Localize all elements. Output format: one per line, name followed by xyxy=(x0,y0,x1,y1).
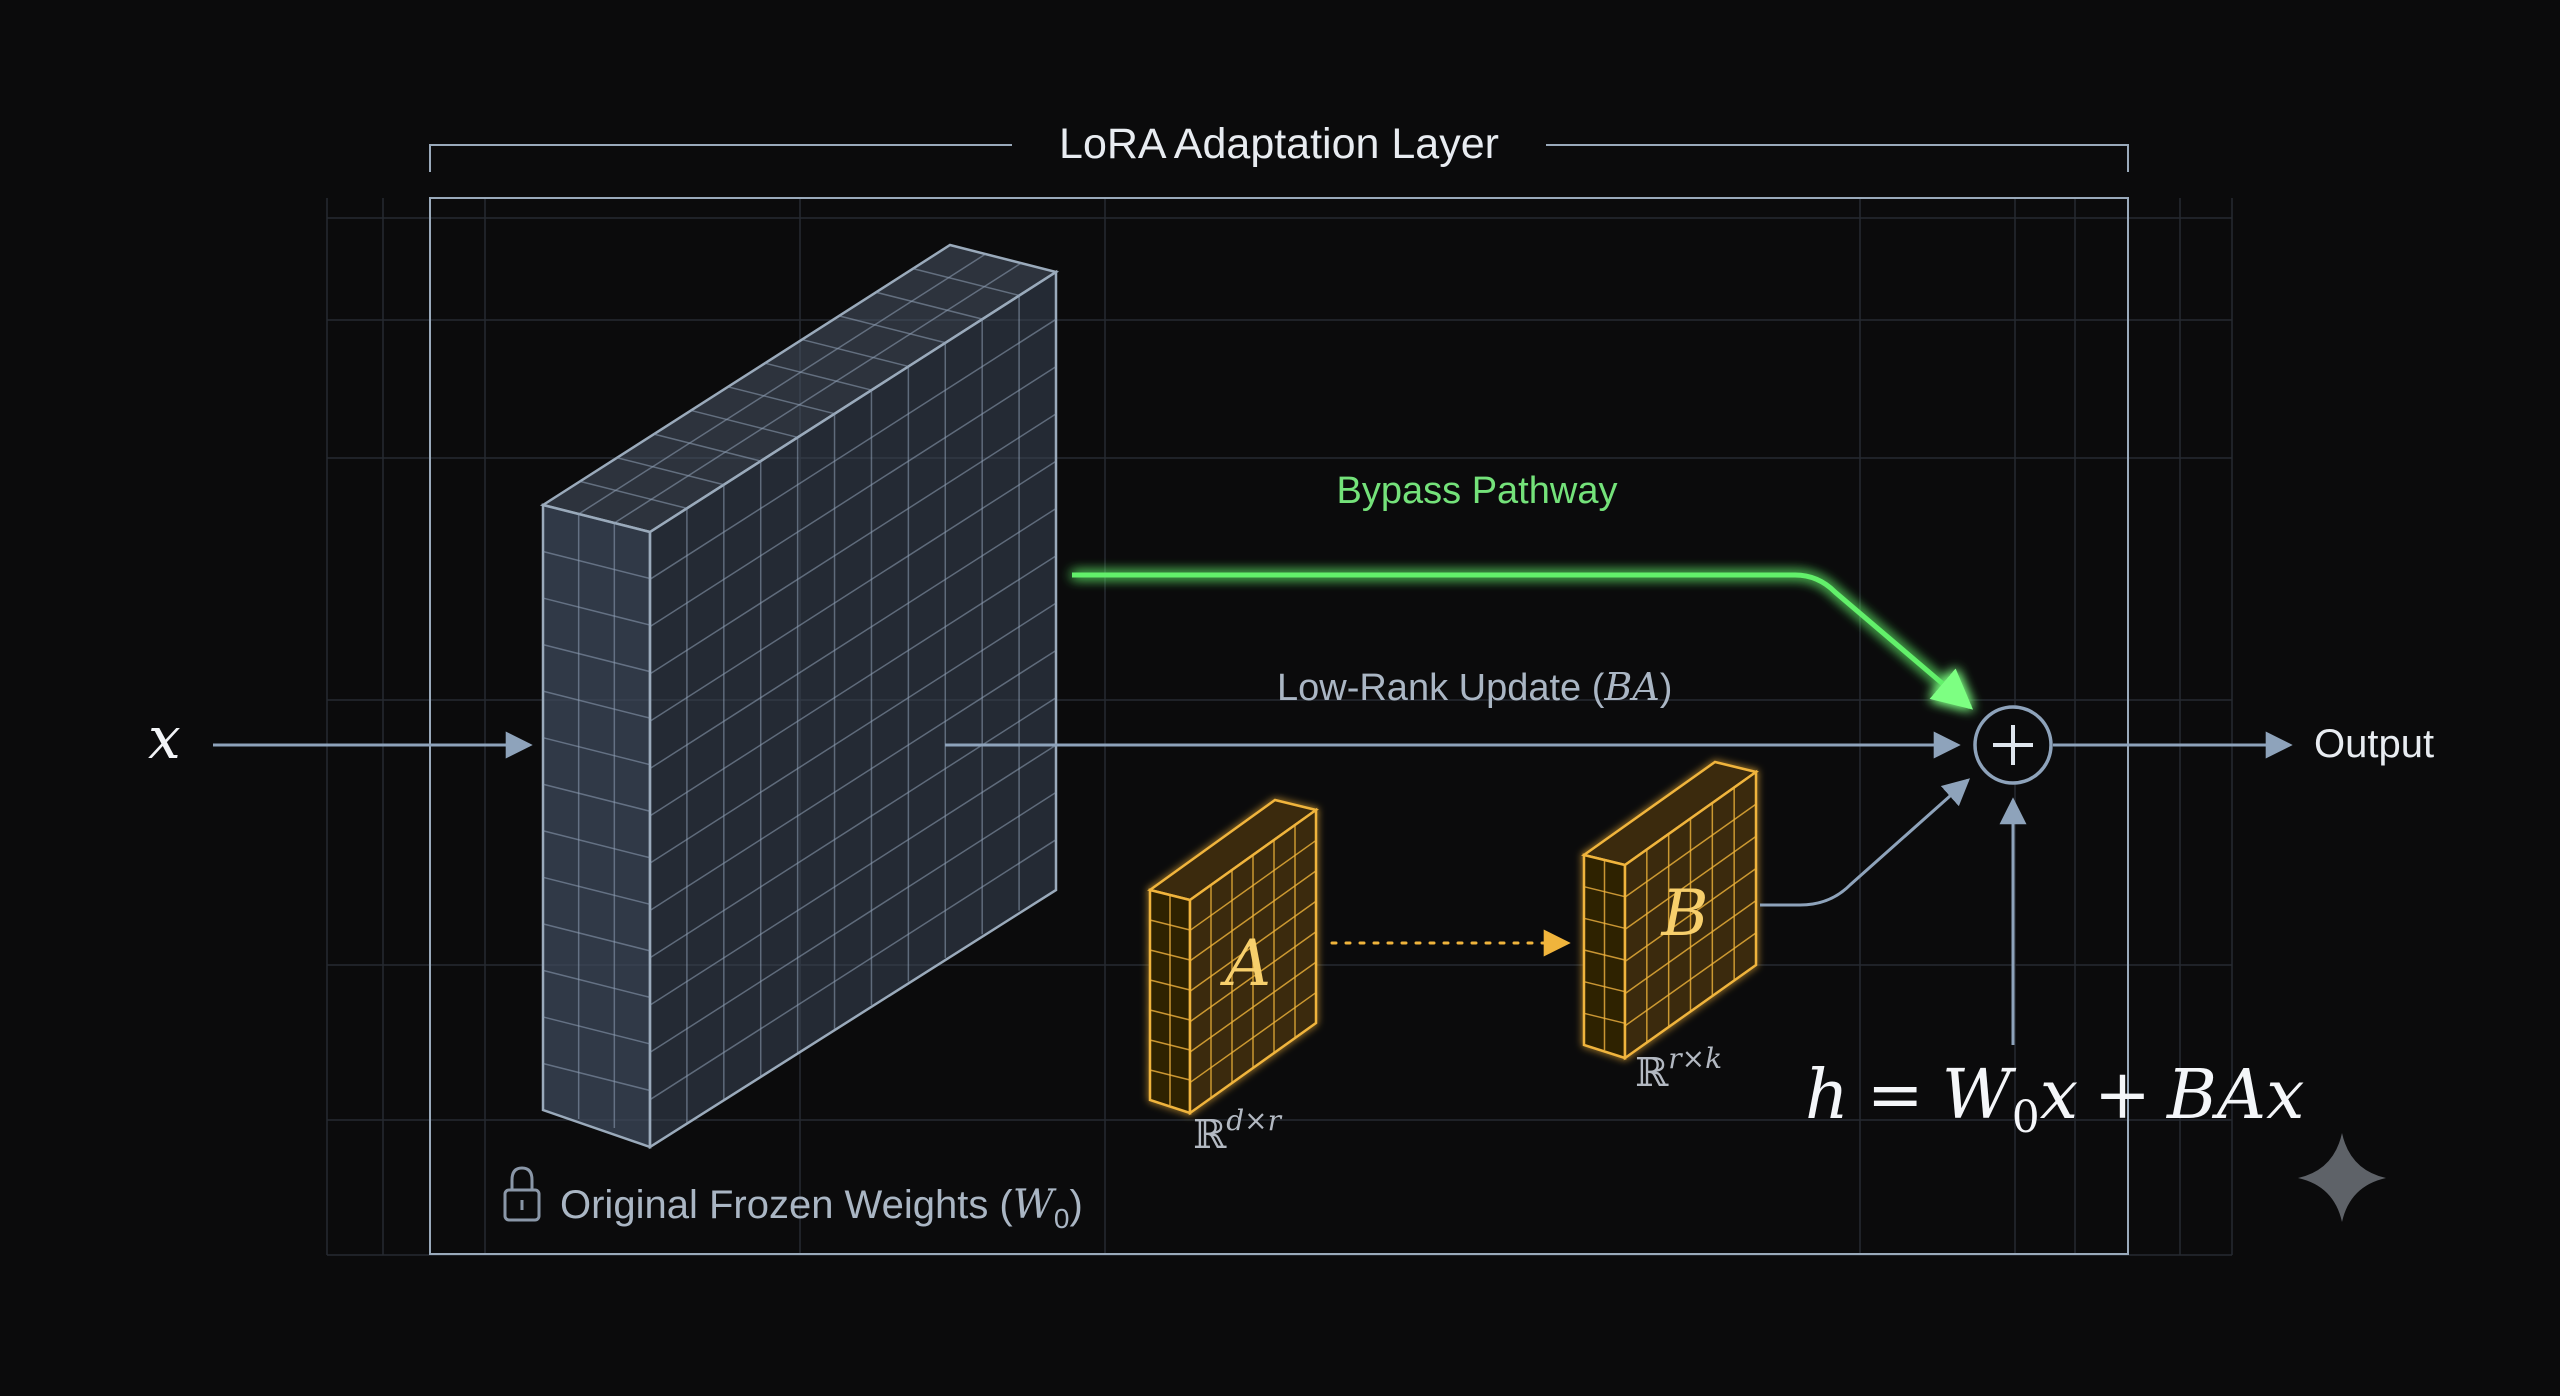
matrix-a-dim: ℝd×r xyxy=(1193,1104,1283,1158)
frozen-weights-block xyxy=(539,243,1060,1150)
sum-node-icon xyxy=(1973,705,2053,785)
matrix-a-label: A xyxy=(1220,927,1271,1001)
bypass-label: Bypass Pathway xyxy=(1337,470,1618,512)
matrix-b-dim: ℝr×k xyxy=(1635,1042,1722,1096)
equation: h=W0x+BAx xyxy=(1805,1056,2304,1143)
input-label: x xyxy=(148,704,181,772)
layer-title: LoRA Adaptation Layer xyxy=(1059,120,1499,168)
matrix-b xyxy=(1581,760,1759,1061)
output-label: Output xyxy=(2314,722,2434,766)
layer-frame xyxy=(429,144,2129,1255)
sparkle-icon xyxy=(2298,1133,2386,1222)
matrix-a xyxy=(1147,798,1319,1116)
matrix-b-label: B xyxy=(1660,877,1708,951)
frozen-weights-label: Original Frozen Weights (W0) xyxy=(560,1182,1083,1234)
lock-icon xyxy=(503,1166,541,1222)
bypass-arrow xyxy=(1072,572,1974,710)
update-label: Low-Rank Update (BA) xyxy=(1277,665,1672,709)
b-to-sum-arrow xyxy=(1760,778,1971,907)
